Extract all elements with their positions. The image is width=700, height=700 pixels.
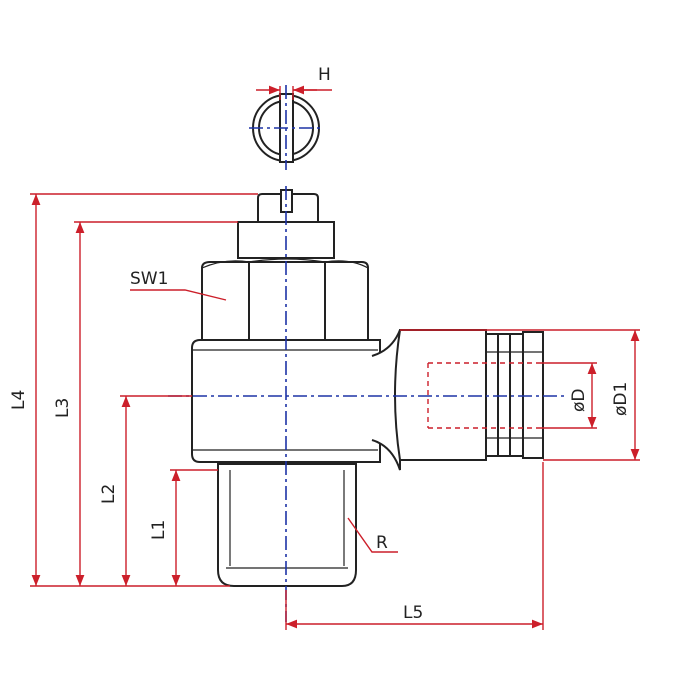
inner-bore <box>427 362 540 429</box>
label-l5: L5 <box>403 603 423 623</box>
label-d: øD <box>569 389 589 413</box>
dimension-l4: L4 <box>9 194 41 586</box>
label-sw1: SW1 <box>130 269 168 289</box>
label-d1: øD1 <box>611 382 631 416</box>
dimension-d1: øD1 <box>611 330 640 460</box>
leader-r: R <box>347 517 398 553</box>
label-h: H <box>318 65 331 85</box>
extension-lines <box>30 193 640 630</box>
fitting-body <box>191 189 544 587</box>
screw-head-top-view <box>249 85 323 170</box>
centerlines <box>168 186 565 622</box>
dimension-l1: L1 <box>149 470 181 586</box>
dimension-l5: L5 <box>286 603 543 629</box>
dimension-l3: L3 <box>53 222 85 586</box>
label-l2: L2 <box>99 484 119 504</box>
label-l1: L1 <box>149 520 169 540</box>
dimension-h: H <box>256 65 332 100</box>
label-r: R <box>376 533 388 553</box>
dimension-l2: L2 <box>99 396 131 586</box>
label-l4: L4 <box>9 390 29 410</box>
leader-sw1: SW1 <box>130 269 227 301</box>
label-l3: L3 <box>53 398 73 418</box>
dimension-d: øD <box>569 363 597 428</box>
